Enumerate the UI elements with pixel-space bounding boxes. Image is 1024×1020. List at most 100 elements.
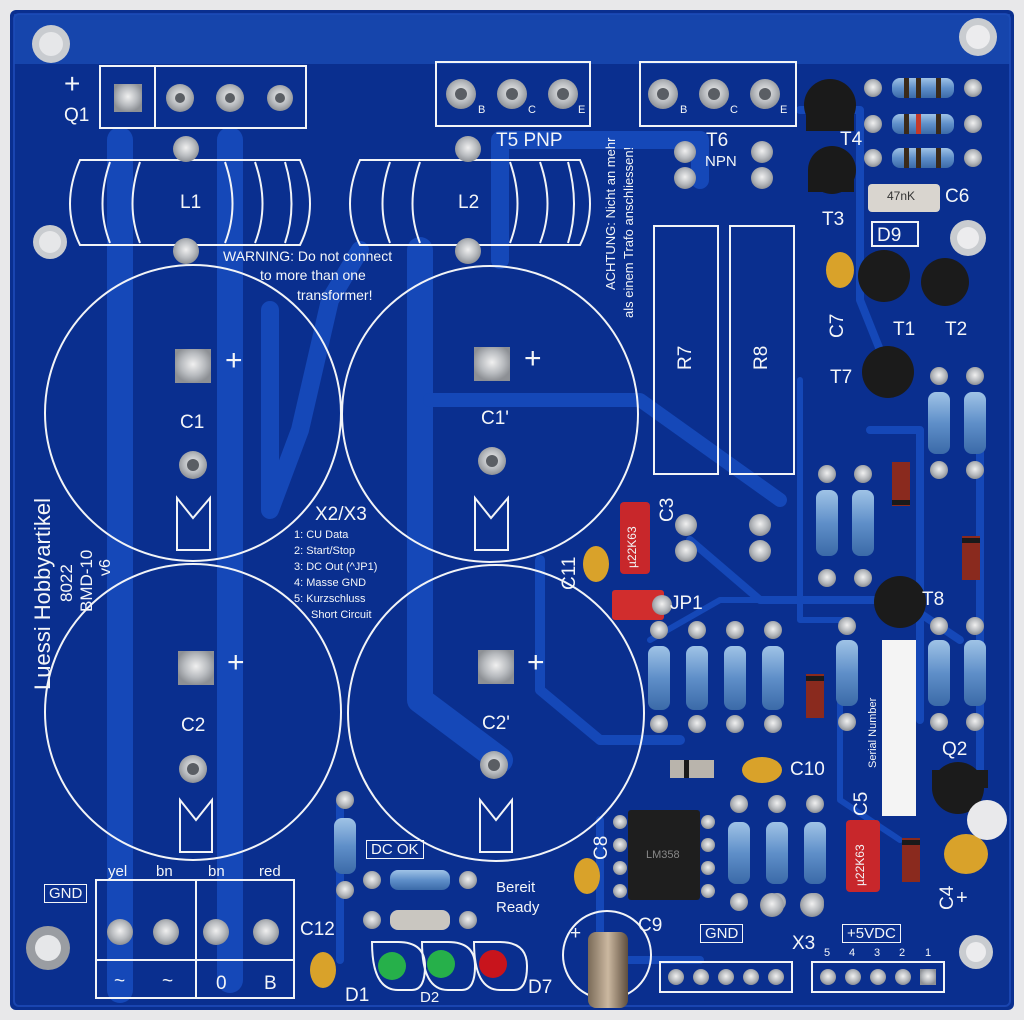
q1-plus: + [64,68,81,99]
c6-value: 47nK [887,189,916,203]
c9-plus: + [570,923,582,944]
c4-plus: + [956,887,968,909]
capacitor-c6 [868,184,940,212]
board-code: 8022 [57,564,76,602]
header-pin-4: 4 [849,947,856,959]
wire-bn-2: bn [208,863,225,880]
c9-label: C9 [638,915,663,936]
r8-label: R8 [751,345,772,370]
t8-label: T8 [922,589,945,610]
ic-chip [628,810,700,900]
c1p-plus: + [524,342,542,375]
c3-value: µ22K63 [625,526,639,568]
c2-label: C2 [181,715,206,736]
capacitor-c12 [310,952,336,988]
t6-pin-b: B [680,104,688,116]
capacitor-c5-film [846,820,880,892]
header-pin-1: 1 [925,947,932,959]
warning-line2: to more than one [260,267,366,283]
c6-label: C6 [945,186,970,207]
t1-label: T1 [893,319,916,340]
x2x3-pin-5b: Short Circuit [311,609,372,621]
c11-label: C11 [559,556,580,590]
resistors-middle-row [648,621,784,733]
mounting-holes [26,18,997,970]
capacitor-c8 [574,858,600,894]
plus5v-label: +5VDC [842,924,901,943]
header-pin-3: 3 [874,947,881,959]
jumper-jp1 [612,590,664,620]
board-model: BMD-10 [77,549,96,612]
transistor-t8 [874,576,926,628]
capacitor-c4 [944,834,988,874]
q2-label: Q2 [942,739,968,760]
t6-pin-e: E [780,104,788,116]
l2-label: L2 [458,192,480,213]
diodes [670,462,980,882]
c2-plus: + [227,646,245,679]
q1-label: Q1 [64,105,90,126]
bereit-label: Bereit [496,879,536,896]
term-sym-4: B [264,973,277,994]
term-sym-1: ~ [114,971,126,992]
c4-label: C4 [937,885,958,910]
transistor-t2 [921,258,969,306]
gnd-label-left: GND [44,884,88,903]
c8-label: C8 [591,835,612,860]
transistor-t4 [804,79,856,131]
header-pin-5: 5 [824,947,831,959]
l1-label: L1 [180,192,202,213]
transistor-t3 [808,146,856,194]
t6-pads [648,79,780,109]
board-version: v6 [97,559,114,576]
warning-line1: WARNING: Do not connect [223,248,393,264]
t5-pads [446,79,578,109]
d9-label: D9 [877,225,902,246]
t4-label: T4 [840,129,863,150]
c5-label: C5 [851,791,872,816]
c7-label: C7 [827,313,848,338]
c3-label: C3 [657,497,678,522]
x3-label: X3 [792,933,816,954]
wire-bn-1: bn [156,863,173,880]
t6-pin-c: C [730,104,738,116]
capacitor-outlines [44,264,645,862]
t5-pin-e: E [578,104,586,116]
d7-label: D7 [528,977,553,998]
t3-label: T3 [822,209,845,230]
t6-label: T6 [706,130,729,151]
x2x3-pin-1: 1: CU Data [294,529,349,541]
capacitor-c7 [826,252,854,288]
c1-plus: + [225,344,243,377]
x2x3-pin-4: 4: Masse GND [294,577,367,589]
wire-red: red [259,863,281,880]
header-pin-2: 2 [899,947,906,959]
x2x3-title: X2/X3 [315,504,367,525]
gnd-label-x3: GND [700,924,744,943]
transistor-t1 [858,250,910,302]
warning-line3: transformer! [297,287,373,303]
x2x3-pin-3: 3: DC Out (^JP1) [294,561,378,573]
led-d2 [427,950,455,978]
c10-label: C10 [790,759,825,780]
board-name: Luessi Hobbyartikel [30,498,55,690]
t2-label: T2 [945,319,968,340]
c12-label: C12 [300,919,335,940]
d2-label: D2 [420,989,440,1006]
serial-number-area [882,640,916,816]
capacitor-c11 [583,546,609,582]
capacitor-c9-body [588,932,628,1008]
inductor-l1 [69,159,311,246]
resistors-right-vertical [816,367,986,731]
t5-pin-c: C [528,104,536,116]
capacitor-c10 [742,757,782,783]
serial-number-label: Serial Number [867,697,879,768]
c5-value: µ22K63 [853,844,867,886]
term-sym-2: ~ [162,971,174,992]
achtung-line1: ACHTUNG: Nicht an mehr [603,137,618,290]
dc-ok-label: DC OK [366,840,424,859]
t7-label: T7 [830,367,853,388]
achtung-line2: als einem Trafo anschliessen! [621,146,636,318]
leds [370,941,529,991]
transistor-t7 [862,346,914,398]
